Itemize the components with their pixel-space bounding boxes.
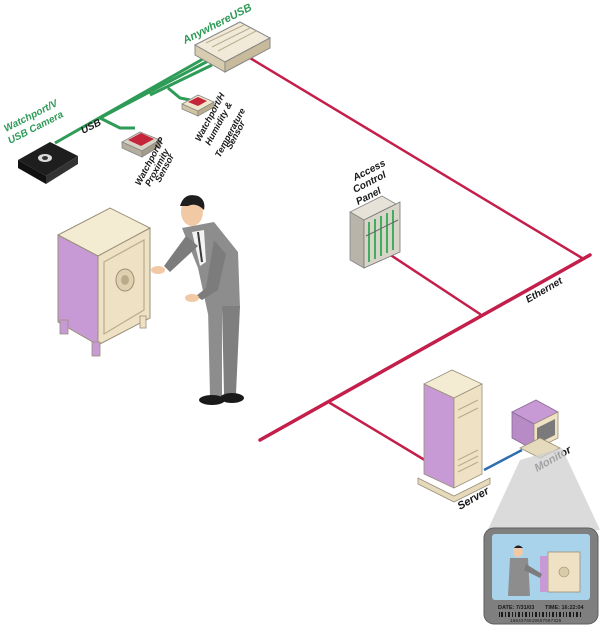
safe	[56, 207, 152, 357]
screen-barcode-number: 1684376519657567326	[510, 618, 562, 624]
ethernet-link-access-panel	[384, 250, 482, 316]
humidity-temperature-sensor[interactable]	[181, 94, 215, 117]
usb-cables	[54, 53, 213, 145]
ethernet-link-server	[328, 401, 430, 464]
usb-cable-proximity-trunk	[99, 58, 211, 120]
screen-date-label: DATE: 7/31/03	[498, 605, 534, 611]
usb-cable-proximity	[99, 116, 135, 130]
monitor[interactable]	[511, 399, 561, 459]
ethernet-network	[248, 56, 592, 464]
monitor-projection-beam	[484, 448, 600, 538]
serial-cable	[483, 448, 523, 472]
proximity-sensor[interactable]	[121, 131, 161, 158]
usb-cable-humidity-trunk	[149, 63, 213, 97]
anywhereusb-device[interactable]	[193, 21, 272, 73]
usb-cable-camera	[54, 53, 211, 145]
screen-barcode	[499, 612, 581, 617]
access-control-panel[interactable]	[349, 195, 401, 269]
person-figure	[151, 195, 244, 405]
usb-camera[interactable]	[18, 142, 78, 184]
enlarged-monitor-view	[483, 527, 599, 625]
ethernet-link-anywhereusb	[248, 56, 584, 260]
usb-cable-humidity	[167, 86, 191, 102]
ethernet-backbone	[258, 253, 592, 442]
screen-time-label: TIME: 16:22:04	[545, 605, 584, 611]
usb-label: USB	[79, 117, 103, 136]
server[interactable]	[417, 369, 491, 503]
